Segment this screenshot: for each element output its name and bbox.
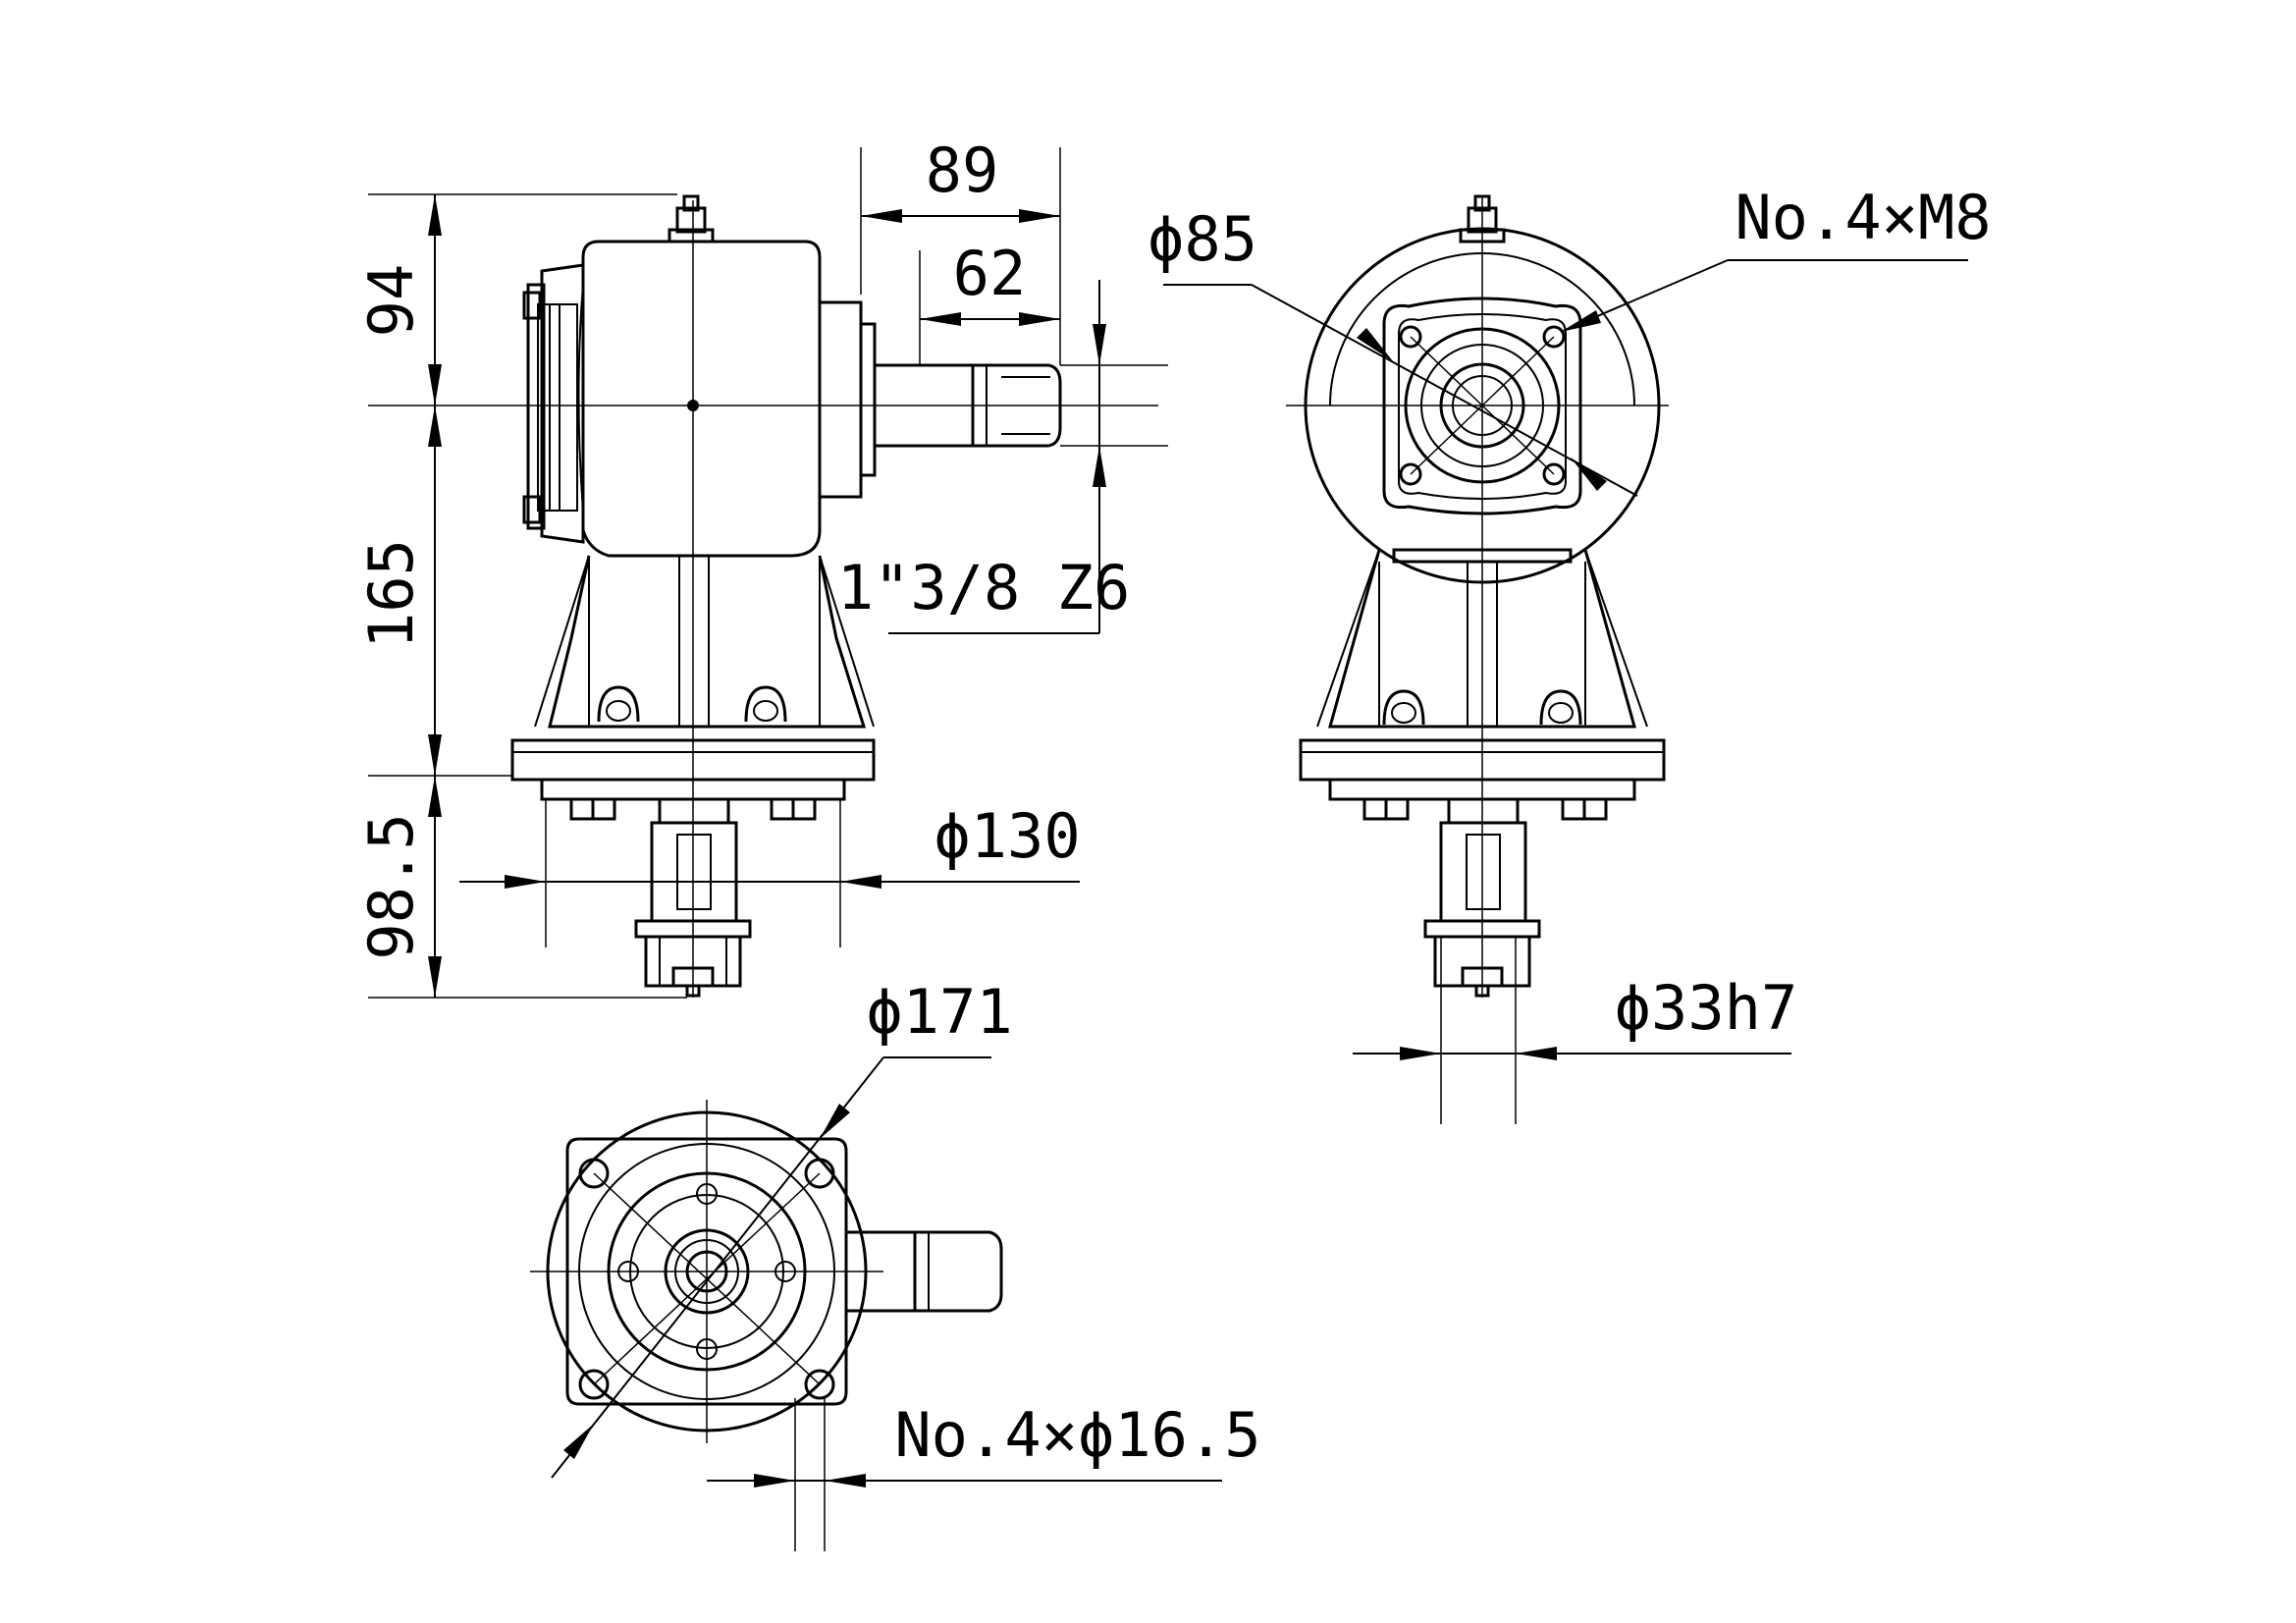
bottom-view xyxy=(530,1100,1003,1443)
shaft-input-label: 1"3/8 Z6 xyxy=(837,552,1131,623)
side-view-dimensions: 94 165 98.5 89 62 1"3/8 Z6 ϕ130 xyxy=(355,135,1168,999)
side-view xyxy=(510,194,1158,998)
dim-165-label: 165 xyxy=(355,539,427,649)
front-view xyxy=(1286,194,1669,998)
dia-33h7-label: ϕ33h7 xyxy=(1615,972,1798,1044)
dim-98-5-label: 98.5 xyxy=(355,813,427,959)
dim-62-label: 62 xyxy=(953,238,1027,309)
dim-89-label: 89 xyxy=(926,135,999,206)
dia-85-label: ϕ85 xyxy=(1148,203,1257,275)
dia-171-label: ϕ171 xyxy=(866,976,1012,1048)
front-view-dimensions: ϕ85 No.4×M8 ϕ33h7 xyxy=(1148,182,1992,1124)
dia-130-label: ϕ130 xyxy=(934,800,1080,872)
dim-94-label: 94 xyxy=(355,264,427,338)
bottom-view-dimensions: ϕ171 No.4×ϕ16.5 xyxy=(551,976,1261,1551)
bolts-m8-label: No.4×M8 xyxy=(1735,182,1991,253)
holes-16-5-label: No.4×ϕ16.5 xyxy=(894,1399,1260,1471)
